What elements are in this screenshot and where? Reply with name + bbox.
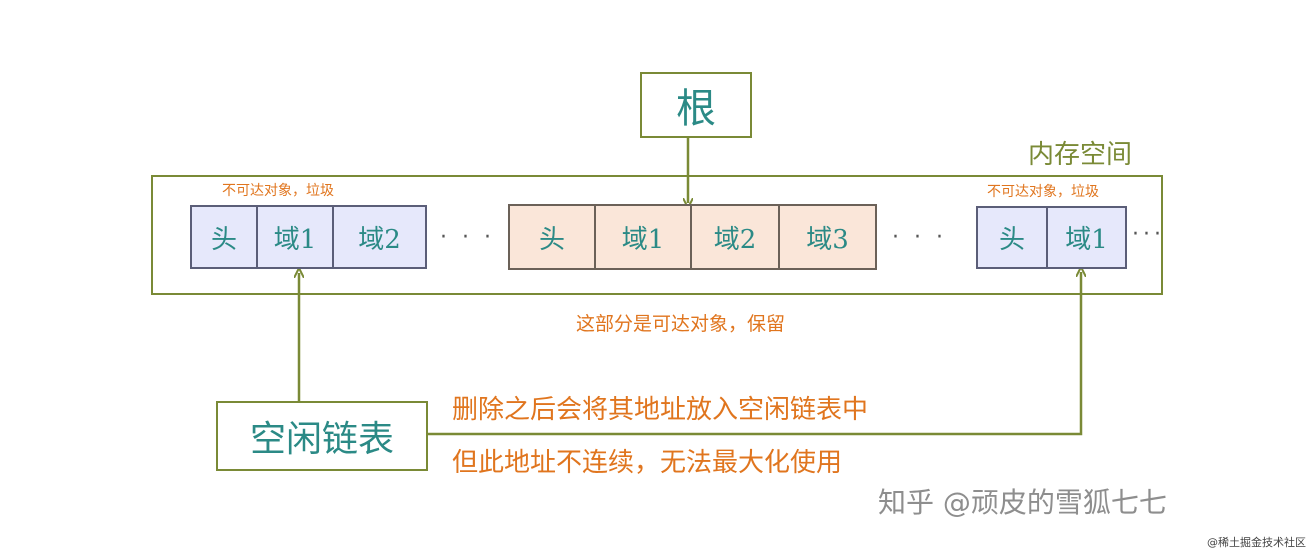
object-cell-field-1: 域1 [1065, 225, 1108, 255]
object-cell-head: 头 [978, 208, 1048, 267]
unreachable-label-left: 不可达对象，垃圾 [222, 183, 334, 199]
free-list-node: 空闲链表 [216, 401, 428, 471]
free-list-label: 空闲链表 [249, 419, 394, 460]
ellipsis-1: · · · [440, 225, 495, 250]
unreachable-label-right: 不可达对象，垃圾 [987, 184, 1099, 200]
object-cell-field-2: 域2 [358, 224, 401, 255]
object-cell-field-2: 域2 [692, 206, 780, 268]
source-credit: @稀土掘金技术社区 [1207, 536, 1306, 549]
ellipsis-2: · · · [892, 225, 947, 250]
object-cell-field-3: 域3 [806, 224, 849, 255]
watermark: 知乎 @顽皮的雪狐七七 [878, 486, 1167, 519]
reachable-object: 头 域1 域2 域3 [508, 204, 877, 270]
discontinuous-note: 但此地址不连续，无法最大化使用 [452, 448, 843, 478]
ellipsis-3: ··· [1132, 222, 1165, 247]
freelist-to-right-object-arrow [428, 272, 1081, 436]
garbage-object-right: 头 域1 [976, 206, 1127, 269]
reachable-note: 这部分是可达对象，保留 [576, 313, 786, 335]
garbage-object-left: 头 域1 域2 [190, 205, 427, 269]
memory-region-label: 内存空间 [1028, 140, 1133, 170]
object-cell-field-1: 域1 [258, 207, 334, 267]
object-cell-head: 头 [510, 206, 596, 268]
delete-note: 删除之后会将其地址放入空闲链表中 [452, 395, 869, 425]
object-cell-head: 头 [192, 207, 258, 267]
root-node: 根 [640, 72, 752, 138]
root-label: 根 [676, 86, 716, 132]
object-cell-field-1: 域1 [596, 206, 692, 268]
